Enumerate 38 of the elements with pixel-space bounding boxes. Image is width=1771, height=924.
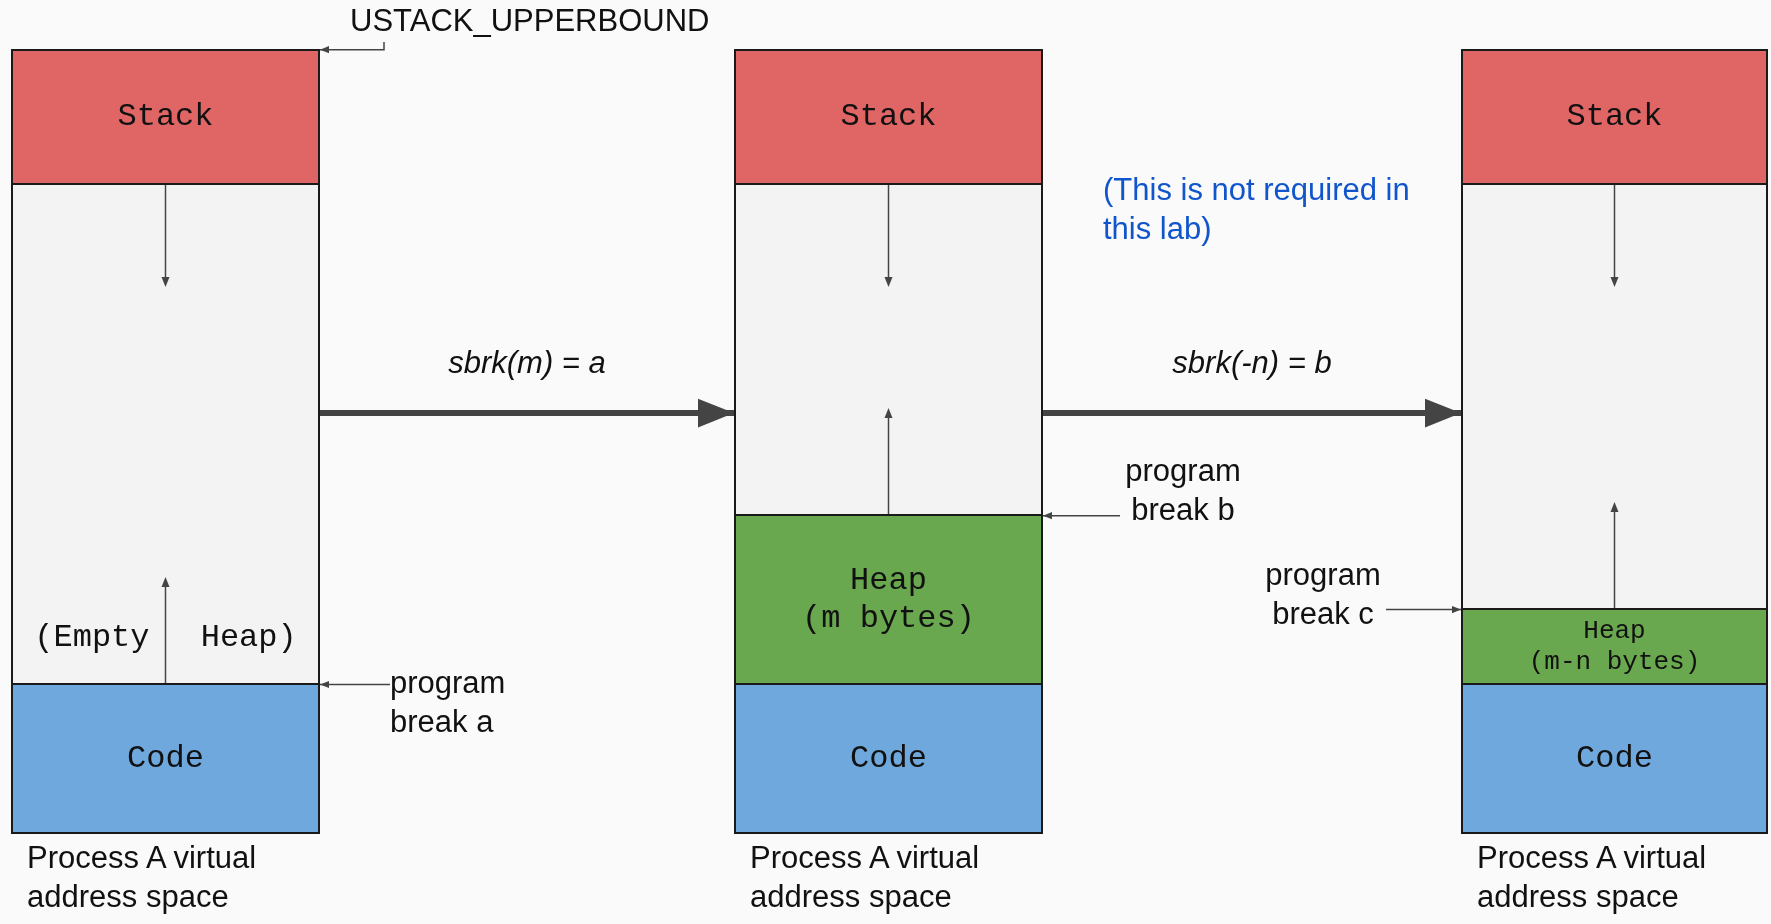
stack-segment [11, 49, 320, 185]
address-space-column [734, 49, 1043, 832]
segment-label: Stack [840, 98, 937, 136]
leader-arrow [319, 41, 385, 54]
segment-label: (Empty Heap) [34, 619, 297, 657]
code-segment [734, 683, 1043, 834]
segment-label: Code [1576, 739, 1653, 778]
arrow [1043, 398, 1461, 428]
segment-label: Stack [117, 98, 214, 136]
segment-label: Heap [850, 561, 927, 600]
segment-label: Code [127, 739, 204, 778]
heap-segment [1461, 608, 1768, 685]
heap-segment [734, 514, 1043, 685]
annotation-text: program break b [1120, 452, 1246, 530]
segment-label: Stack [1566, 98, 1663, 136]
leader-arrow [1042, 512, 1121, 520]
caption-text: Process A virtual address space [27, 839, 258, 917]
leader-arrow [1385, 605, 1462, 614]
code-segment [1461, 683, 1768, 834]
edge-label: sbrk(-n) = b [1171, 345, 1333, 382]
annotation-text: USTACK_UPPERBOUND [350, 2, 722, 41]
code-segment [11, 683, 320, 834]
edge-label: sbrk(m) = a [447, 345, 607, 382]
annotation-text: program break a [390, 664, 540, 742]
segment-label: (m-n bytes) [1528, 646, 1701, 678]
leader-arrow [319, 680, 391, 689]
stack-segment [734, 49, 1043, 185]
segment-label: Heap [1583, 615, 1646, 647]
caption-text: Process A virtual address space [1477, 839, 1708, 917]
arrow [320, 398, 734, 428]
address-space-column [11, 49, 320, 832]
stack-segment [1461, 49, 1768, 185]
caption-text: Process A virtual address space [750, 839, 981, 917]
note-text: (This is not required in this lab) [1103, 171, 1411, 249]
segment-label: (m bytes) [802, 599, 975, 638]
annotation-text: program break c [1260, 556, 1386, 634]
segment-label: Code [850, 739, 927, 778]
address-space-column [1461, 49, 1768, 832]
